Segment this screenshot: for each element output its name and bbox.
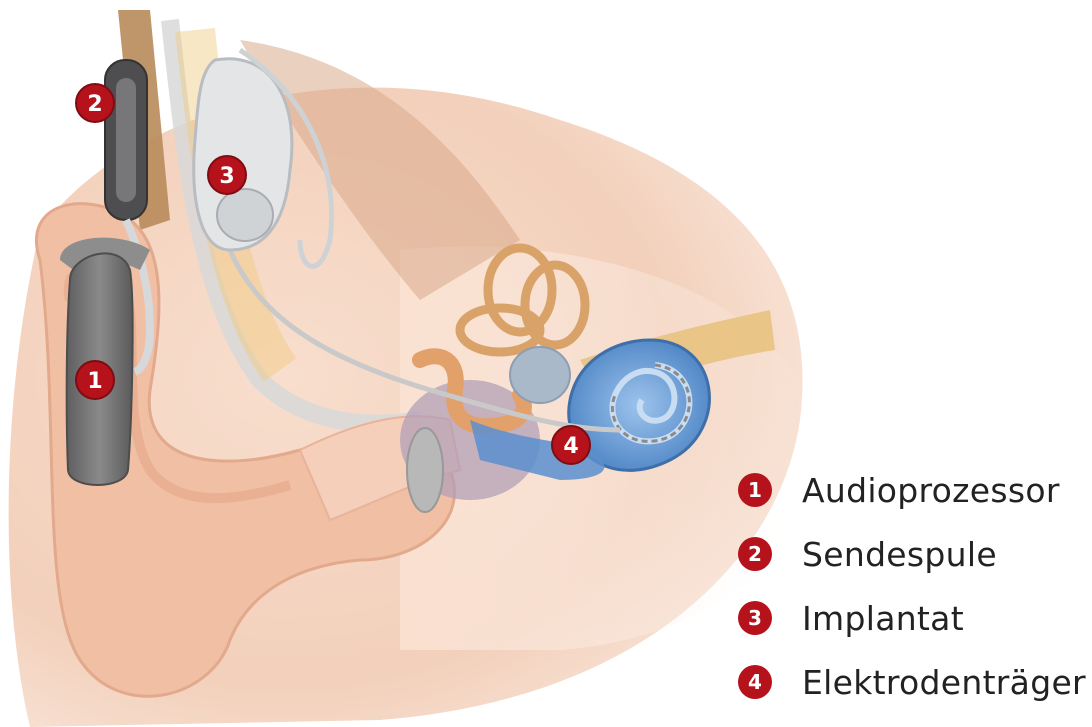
callout-badge-1: 1 <box>76 361 114 399</box>
legend-badge: 4 <box>738 665 772 699</box>
callout-badge-3: 3 <box>208 156 246 194</box>
legend-item-audio-processor: 1 Audioprozessor <box>738 468 1086 512</box>
transmitter-coil <box>105 60 147 220</box>
legend: 1 Audioprozessor 2 Sendespule 3 Implanta… <box>738 468 1086 724</box>
vestibule <box>510 347 570 403</box>
legend-item-implant: 3 Implantat <box>738 596 1086 640</box>
legend-item-electrode-array: 4 Elektrodenträger <box>738 660 1086 704</box>
legend-badge: 3 <box>738 601 772 635</box>
legend-label: Elektrodenträger <box>802 663 1086 702</box>
legend-label: Audioprozessor <box>802 471 1060 510</box>
legend-item-transmitter-coil: 2 Sendespule <box>738 532 1086 576</box>
legend-label: Sendespule <box>802 535 997 574</box>
legend-badge: 2 <box>738 537 772 571</box>
svg-text:3: 3 <box>219 164 234 189</box>
eardrum <box>407 428 443 512</box>
legend-label: Implantat <box>802 599 964 638</box>
callout-badge-2: 2 <box>76 84 114 122</box>
legend-badge: 1 <box>738 473 772 507</box>
svg-text:4: 4 <box>563 434 578 459</box>
svg-text:2: 2 <box>87 92 102 117</box>
callout-badge-4: 4 <box>552 426 590 464</box>
svg-text:1: 1 <box>87 369 102 394</box>
